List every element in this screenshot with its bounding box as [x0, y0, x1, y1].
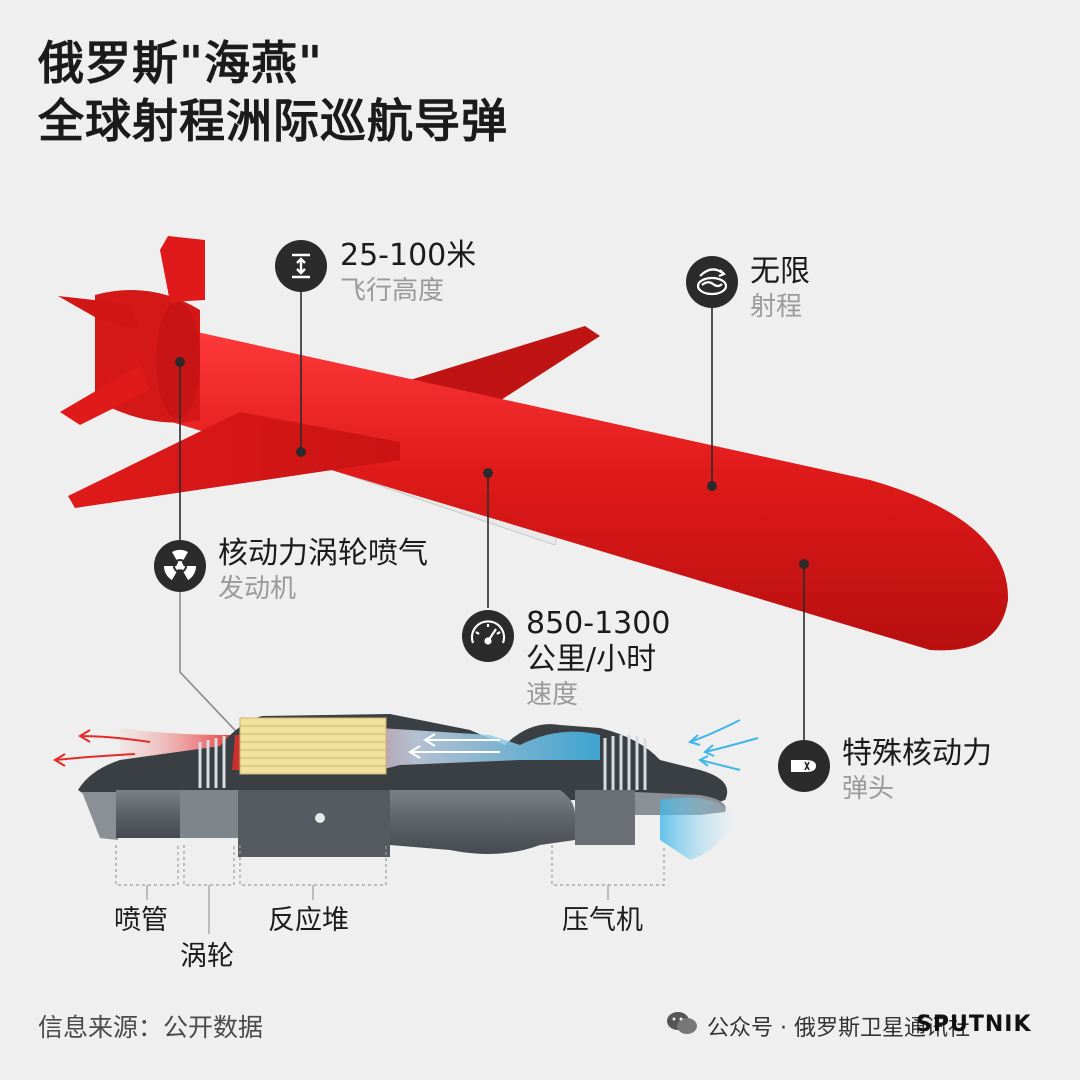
range-spec: 无限 射程	[750, 254, 810, 324]
page-title: 俄罗斯"海燕" 全球射程洲际巡航导弹	[38, 34, 508, 150]
engine-marker-dot	[315, 813, 325, 823]
radiation-icon	[154, 540, 206, 592]
warhead-icon	[778, 740, 830, 792]
part-label-turbine: 涡轮	[180, 941, 234, 972]
compressor-core	[390, 790, 575, 854]
warhead-value: 特殊核动力	[842, 736, 992, 771]
globe-range-icon	[686, 256, 738, 308]
title-line-2: 全球射程洲际巡航导弹	[38, 94, 508, 148]
part-label-nozzle: 喷管	[114, 905, 168, 936]
missile-left-fin	[58, 296, 140, 330]
range-caption: 射程	[750, 292, 803, 322]
warhead-spec: 特殊核动力 弹头	[842, 736, 992, 806]
turbine-core	[180, 790, 238, 838]
missile-top-fin	[160, 236, 205, 302]
warhead-caption: 弹头	[842, 774, 895, 804]
engine-core-shaft	[82, 792, 118, 840]
missile-lower-fin	[60, 365, 150, 425]
speedometer-icon	[462, 610, 514, 662]
engine-cutaway	[53, 714, 759, 860]
altitude-caption: 飞行高度	[340, 276, 445, 306]
engine-value: 核动力涡轮喷气	[218, 536, 428, 571]
missile	[58, 236, 1009, 651]
turbine-blades	[198, 736, 226, 788]
reactor-core	[238, 790, 390, 857]
intake-core	[575, 790, 635, 845]
compressor-blades	[603, 735, 647, 790]
intake-arrows	[687, 719, 759, 771]
altitude-icon	[275, 240, 327, 292]
engine-spec: 核动力涡轮喷气 发动机	[218, 536, 428, 606]
missile-body	[165, 325, 1009, 651]
altitude-spec: 25-100米 飞行高度	[340, 238, 476, 308]
missile-near-wing	[68, 412, 400, 508]
part-label-compressor: 压气机	[562, 905, 643, 936]
exhaust-arrows	[53, 729, 151, 767]
part-label-reactor: 反应堆	[268, 905, 349, 936]
speed-value-line-1: 850-1300	[526, 606, 671, 641]
footer-account-text: 公众号 · 俄罗斯卫星通讯社	[707, 1016, 970, 1041]
speed-spec: 850-1300 公里/小时 速度	[526, 606, 670, 712]
title-line-1: 俄罗斯"海燕"	[38, 36, 323, 90]
range-value: 无限	[750, 254, 810, 289]
altitude-value: 25-100米	[340, 238, 477, 273]
speed-value-line-2: 公里/小时	[526, 642, 657, 677]
internal-flow-arrows	[408, 733, 500, 759]
intake-glow	[660, 797, 735, 860]
source-note: 信息来源：公开数据	[38, 1013, 264, 1042]
engine-caption: 发动机	[218, 574, 297, 604]
sputnik-logo: SPUTNIK	[916, 1012, 1032, 1037]
reactor-block	[239, 717, 387, 775]
nozzle-core	[116, 790, 180, 838]
wechat-icon	[665, 1010, 699, 1042]
speed-caption: 速度	[526, 680, 579, 710]
footer-account: 公众号 · 俄罗斯卫星通讯社	[665, 1010, 970, 1042]
